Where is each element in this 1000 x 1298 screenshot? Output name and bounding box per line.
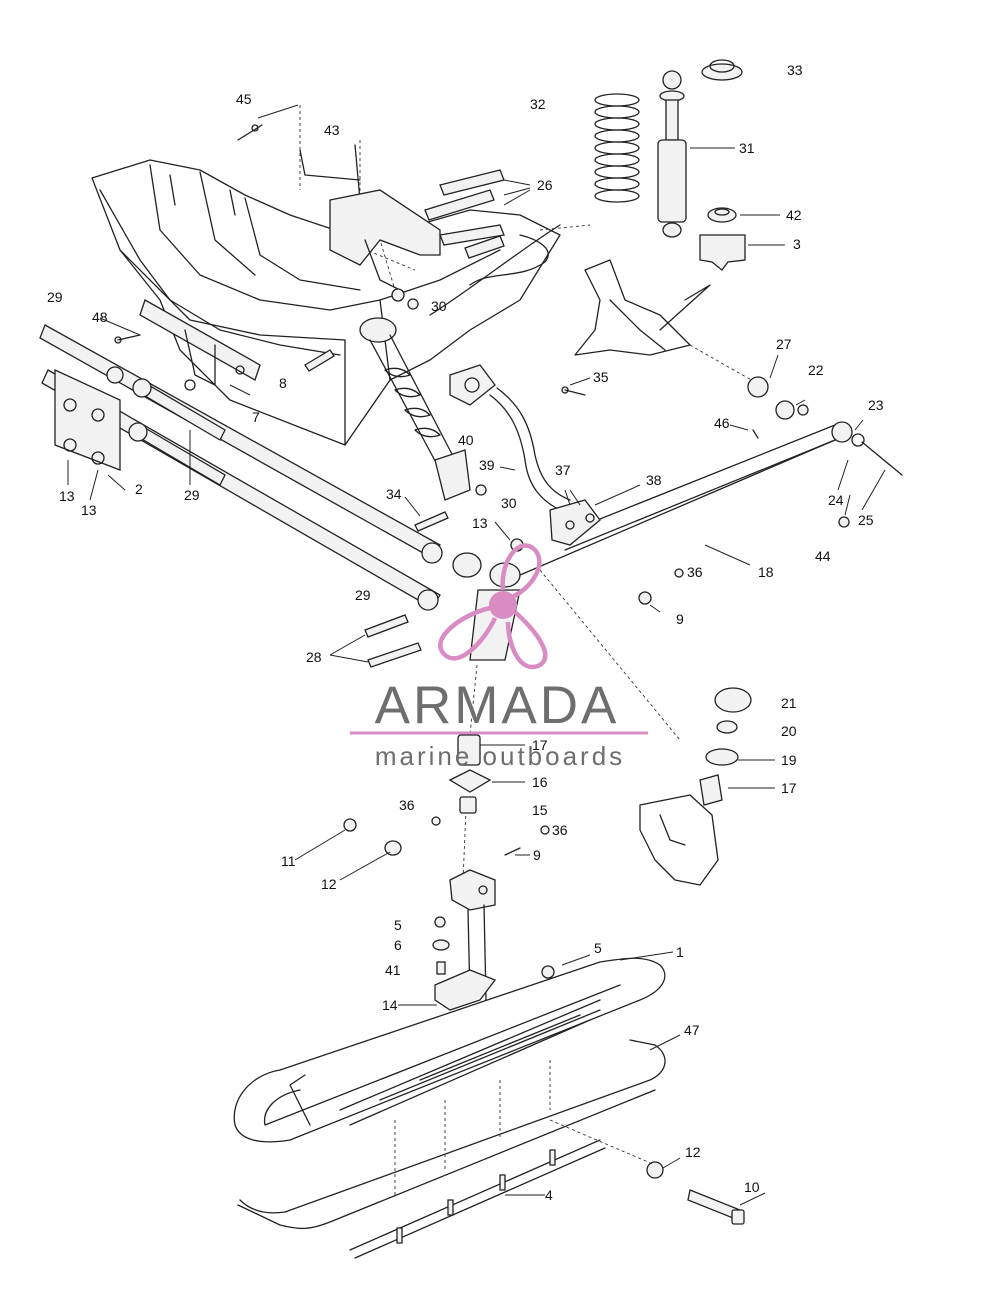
- adjuster-cam-3: [699, 234, 746, 271]
- callout-36-left: 36: [399, 797, 415, 813]
- callout-17-right: 17: [781, 780, 797, 796]
- tie-rod: [519, 376, 903, 576]
- callout-13-left: 13: [59, 488, 75, 504]
- callout-44: 44: [815, 548, 831, 564]
- callout-30-mid: 30: [501, 495, 517, 511]
- callout-17-center: 17: [532, 737, 548, 753]
- callout-7: 7: [252, 409, 260, 425]
- nut-9: [638, 591, 652, 605]
- bolt-48: [114, 334, 141, 344]
- callout-43: 43: [324, 122, 340, 138]
- callout-18: 18: [758, 564, 774, 580]
- callout-30-top: 30: [431, 298, 447, 314]
- callout-12-lower: 12: [685, 1144, 701, 1160]
- callout-labels: 45 43 32 33 26 31 42 3 29 48 30 8 35 27 …: [47, 62, 884, 1203]
- callout-5-left: 5: [394, 917, 402, 933]
- callout-2: 2: [135, 481, 143, 497]
- steering-support: [574, 259, 761, 386]
- callout-14: 14: [382, 997, 398, 1013]
- callout-9-low: 9: [533, 847, 541, 863]
- chassis-frame: [91, 105, 591, 446]
- callout-46: 46: [714, 415, 730, 431]
- leader-lines: [67, 104, 886, 1206]
- spring-seat-42: [707, 207, 737, 223]
- callout-38: 38: [646, 472, 662, 488]
- callout-6: 6: [394, 937, 402, 953]
- bolt-35: [561, 386, 586, 396]
- callout-31: 31: [739, 140, 755, 156]
- callout-29-top: 29: [47, 289, 63, 305]
- plate-16: [448, 769, 492, 793]
- shock-absorber-31: [657, 70, 687, 238]
- coil-spring: [594, 93, 640, 203]
- callout-22: 22: [808, 362, 824, 378]
- callout-36-top: 36: [687, 564, 703, 580]
- callout-13-mid: 13: [81, 502, 97, 518]
- callout-13-center: 13: [472, 515, 488, 531]
- callout-23: 23: [868, 397, 884, 413]
- callout-29-mid: 29: [184, 487, 200, 503]
- callout-5-right: 5: [594, 940, 602, 956]
- bolt-8: [304, 349, 335, 372]
- callout-32: 32: [530, 96, 546, 112]
- callout-9-top: 9: [676, 611, 684, 627]
- callout-12-upper: 12: [321, 876, 337, 892]
- bolts-28: [364, 614, 422, 668]
- callout-42: 42: [786, 207, 802, 223]
- callout-28: 28: [306, 649, 322, 665]
- callout-33: 33: [787, 62, 803, 78]
- nut-30: [475, 484, 487, 496]
- callout-48: 48: [92, 309, 108, 325]
- axis-line-lower: [462, 809, 467, 881]
- brand-tagline: marine outboards: [375, 741, 625, 771]
- ski-leg: [343, 816, 555, 1011]
- callout-40: 40: [458, 432, 474, 448]
- bolt-45: [237, 124, 263, 141]
- axis-line-diagonal: [539, 569, 681, 741]
- callout-26: 26: [537, 177, 553, 193]
- callout-15: 15: [532, 802, 548, 818]
- ski: [233, 957, 666, 1143]
- ski-runner: [237, 1039, 666, 1259]
- brand-name: ARMADA: [375, 676, 620, 735]
- callout-16: 16: [532, 774, 548, 790]
- callout-10: 10: [744, 1179, 760, 1195]
- spring-cup-33: [701, 59, 743, 81]
- bolt-34: [414, 511, 449, 532]
- bushing-17: [457, 734, 481, 766]
- callout-8: 8: [279, 375, 287, 391]
- mounting-bracket: [329, 169, 505, 291]
- callout-34: 34: [386, 486, 402, 502]
- nut-36: [674, 568, 684, 578]
- callout-47: 47: [684, 1022, 700, 1038]
- callout-4: 4: [545, 1187, 553, 1203]
- callout-29-low: 29: [355, 587, 371, 603]
- swing-arms: [39, 324, 443, 611]
- callout-36-right: 36: [552, 822, 568, 838]
- ski-bolt-assembly: [549, 1119, 745, 1225]
- callout-19: 19: [781, 752, 797, 768]
- swing-arm-bracket: [54, 299, 261, 471]
- inset-assembly: [639, 687, 752, 886]
- callout-11: 11: [281, 853, 296, 869]
- bolt-26-group: [424, 169, 505, 259]
- center-shock-absorber: [359, 288, 471, 501]
- propeller-logo-icon: [438, 543, 548, 670]
- callout-3: 3: [793, 236, 801, 252]
- callout-24: 24: [828, 492, 844, 508]
- callout-27: 27: [776, 336, 792, 352]
- callout-45: 45: [236, 91, 252, 107]
- bushing-lower: [459, 796, 477, 814]
- callout-37: 37: [555, 462, 571, 478]
- callout-35: 35: [593, 369, 609, 385]
- callout-21: 21: [781, 695, 797, 711]
- callout-20: 20: [781, 723, 797, 739]
- callout-25: 25: [858, 512, 874, 528]
- callout-39: 39: [479, 457, 495, 473]
- steering-arm: [449, 364, 571, 511]
- callout-41: 41: [385, 962, 401, 978]
- callout-1: 1: [676, 944, 684, 960]
